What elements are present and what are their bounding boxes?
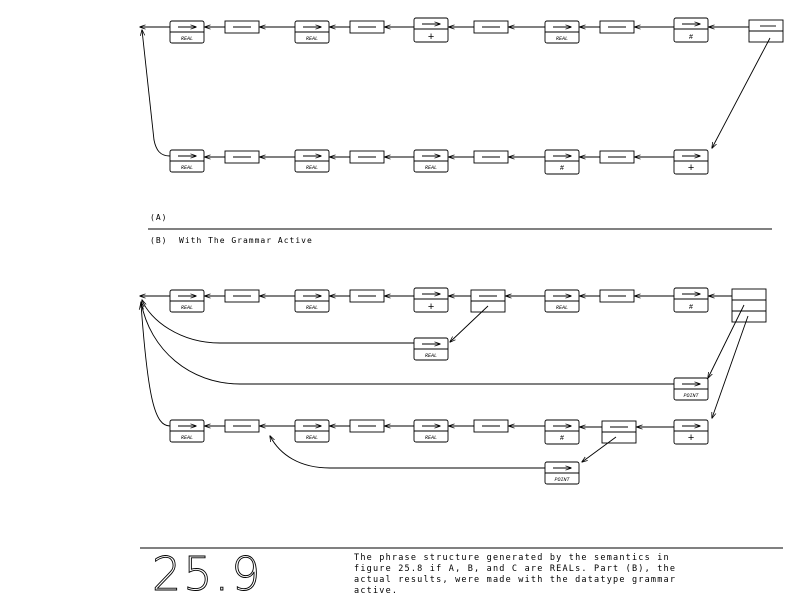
node-label: REAL [181,435,193,441]
node-real [294,20,330,44]
node-hash [544,419,580,445]
node-label: REAL [181,305,193,311]
split-node [601,420,637,444]
node-label: REAL [556,36,568,42]
node-plus [413,17,449,43]
split-node [470,289,506,313]
part-a-diagram: REAL REAL + REAL # [140,17,784,222]
node-label: REAL [181,36,193,42]
part-a-label: (A) [150,213,167,222]
part-a-bottom-row [142,30,709,175]
part-b-label: (B) [150,236,167,245]
part-a-top-row [140,17,784,148]
node-real [169,289,205,313]
node-label: # [689,34,693,42]
node-label: REAL [425,353,437,359]
node-plus [413,287,449,313]
node-label: REAL [306,435,318,441]
node-hash [673,17,709,43]
part-b-extra-nodes [141,300,709,401]
node-plus [673,419,709,445]
node-real [413,337,449,361]
node-real [169,419,205,443]
root-node [731,288,767,323]
node-point [673,377,709,401]
node-real [169,149,205,173]
part-b-title: With The Grammar Active [179,236,313,245]
node-label: POINT [554,477,570,483]
node-real [294,419,330,443]
node-label: POINT [683,393,699,399]
node-label: # [689,304,693,312]
caption-line: The phrase structure generated by the se… [354,553,670,563]
node-plus [673,149,709,175]
caption-line: active. [354,586,398,596]
part-b-diagram: (B) With The Grammar Active [140,236,767,485]
node-label: + [428,32,435,44]
node-label: REAL [306,36,318,42]
node-real [544,20,580,44]
node-label: # [560,435,564,443]
node-label: REAL [425,435,437,441]
node-label: + [688,433,695,445]
node-label: REAL [425,165,437,171]
node-label: REAL [306,165,318,171]
caption-line: actual results, were made with the datat… [354,575,676,585]
root-node [748,19,784,43]
node-label: REAL [181,165,193,171]
node-label: + [688,163,695,175]
node-point [544,461,580,485]
node-real [294,149,330,173]
node-hash [544,149,580,175]
node-label: REAL [556,305,568,311]
part-b-bottom-row [141,304,709,485]
node-hash [673,287,709,313]
node-real [169,20,205,44]
node-label: REAL [306,305,318,311]
part-b-top-row [140,287,767,418]
figure-caption: The phrase structure generated by the se… [354,553,676,596]
node-label: + [428,302,435,314]
figure-number: 25.9 [152,547,262,601]
node-real [544,289,580,313]
node-label: # [560,165,564,173]
node-real [294,289,330,313]
node-real [413,149,449,173]
caption-line: figure 25.8 if A, B, and C are REALs. Pa… [354,564,676,574]
node-real [413,419,449,443]
